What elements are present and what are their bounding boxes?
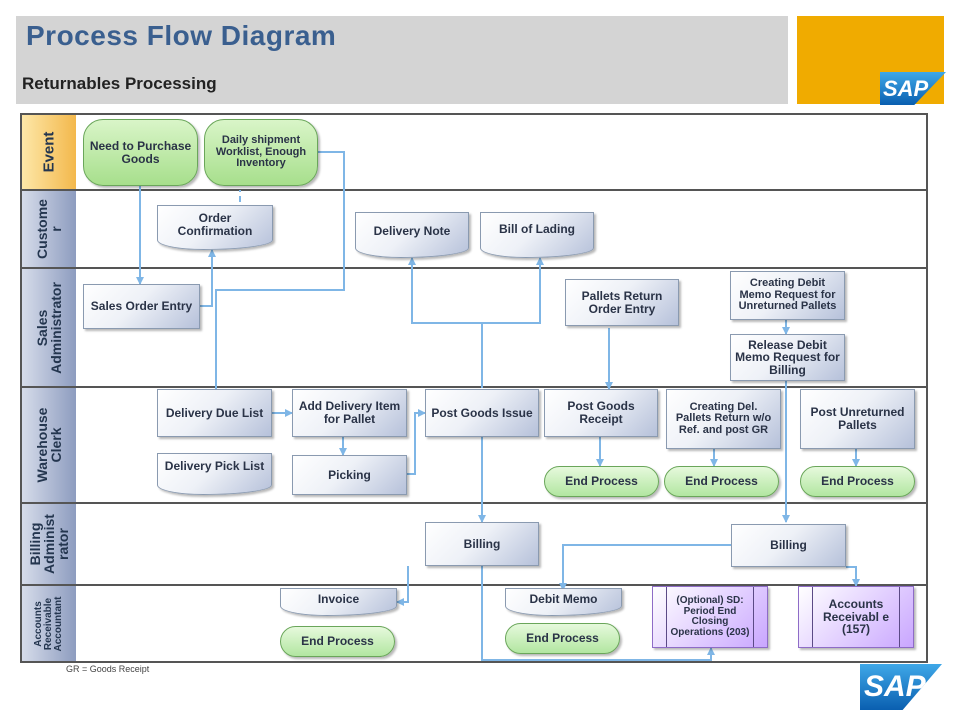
lane-divider bbox=[20, 189, 928, 191]
event-need-to-purchase: Need to Purchase Goods bbox=[83, 119, 198, 186]
step-sales-order-entry: Sales Order Entry bbox=[83, 284, 200, 329]
lane-divider bbox=[20, 502, 928, 504]
step-post-unreturned-pallets: Post Unreturned Pallets bbox=[800, 389, 915, 449]
lane-label-sales: Sales Administrator bbox=[22, 269, 76, 386]
lane-divider bbox=[20, 386, 928, 388]
diagram-frame bbox=[20, 113, 928, 663]
doc-bill-of-lading: Bill of Lading bbox=[480, 212, 594, 258]
step-accounts-receivable: Accounts Receivabl e (157) bbox=[798, 586, 914, 648]
step-delivery-due-list: Delivery Due List bbox=[157, 389, 272, 437]
lane-label-customer: Custome r bbox=[22, 191, 76, 267]
event-daily-shipment: Daily shipment Worklist, Enough Inventor… bbox=[204, 119, 318, 186]
step-billing-2: Billing bbox=[731, 524, 846, 567]
end-process-5: End Process bbox=[505, 623, 620, 654]
lane-label-event: Event bbox=[22, 115, 76, 189]
page-subtitle: Returnables Processing bbox=[22, 74, 217, 93]
end-process-3: End Process bbox=[800, 466, 915, 497]
lane-divider bbox=[20, 584, 928, 586]
doc-order-confirmation: Order Confirmation bbox=[157, 205, 273, 250]
doc-debit-memo: Debit Memo bbox=[505, 588, 622, 616]
step-optional-period-end-closing: (Optional) SD: Period End Closing Operat… bbox=[652, 586, 768, 648]
header-band bbox=[16, 16, 788, 104]
step-post-goods-issue: Post Goods Issue bbox=[425, 389, 539, 437]
page-title: Process Flow Diagram bbox=[26, 20, 337, 51]
lane-label-billing: Billing Administ rator bbox=[22, 504, 76, 584]
lane-label-ar: Accounts Receivable Accountant bbox=[22, 586, 76, 661]
logo-text: SAP bbox=[883, 75, 929, 101]
end-process-1: End Process bbox=[544, 466, 659, 497]
step-release-debit-memo: Release Debit Memo Request for Billing bbox=[730, 334, 845, 381]
lane-divider bbox=[20, 267, 928, 269]
footnote: GR = Goods Receipt bbox=[66, 664, 150, 674]
end-process-2: End Process bbox=[664, 466, 779, 497]
step-creating-debit-memo-request: Creating Debit Memo Request for Unreturn… bbox=[730, 271, 845, 320]
doc-invoice: Invoice bbox=[280, 588, 397, 616]
step-picking: Picking bbox=[292, 455, 407, 495]
step-post-goods-receipt: Post Goods Receipt bbox=[544, 389, 658, 437]
doc-delivery-pick-list: Delivery Pick List bbox=[157, 453, 272, 495]
end-process-4: End Process bbox=[280, 626, 395, 657]
doc-delivery-note: Delivery Note bbox=[355, 212, 469, 258]
step-pallets-return-order-entry: Pallets Return Order Entry bbox=[565, 279, 679, 326]
step-creating-del-pallets-return: Creating Del. Pallets Return w/o Ref. an… bbox=[666, 389, 781, 449]
step-add-delivery-item: Add Delivery Item for Pallet bbox=[292, 389, 407, 437]
step-billing-1: Billing bbox=[425, 522, 539, 566]
lane-label-warehouse: Warehouse Clerk bbox=[22, 388, 76, 502]
